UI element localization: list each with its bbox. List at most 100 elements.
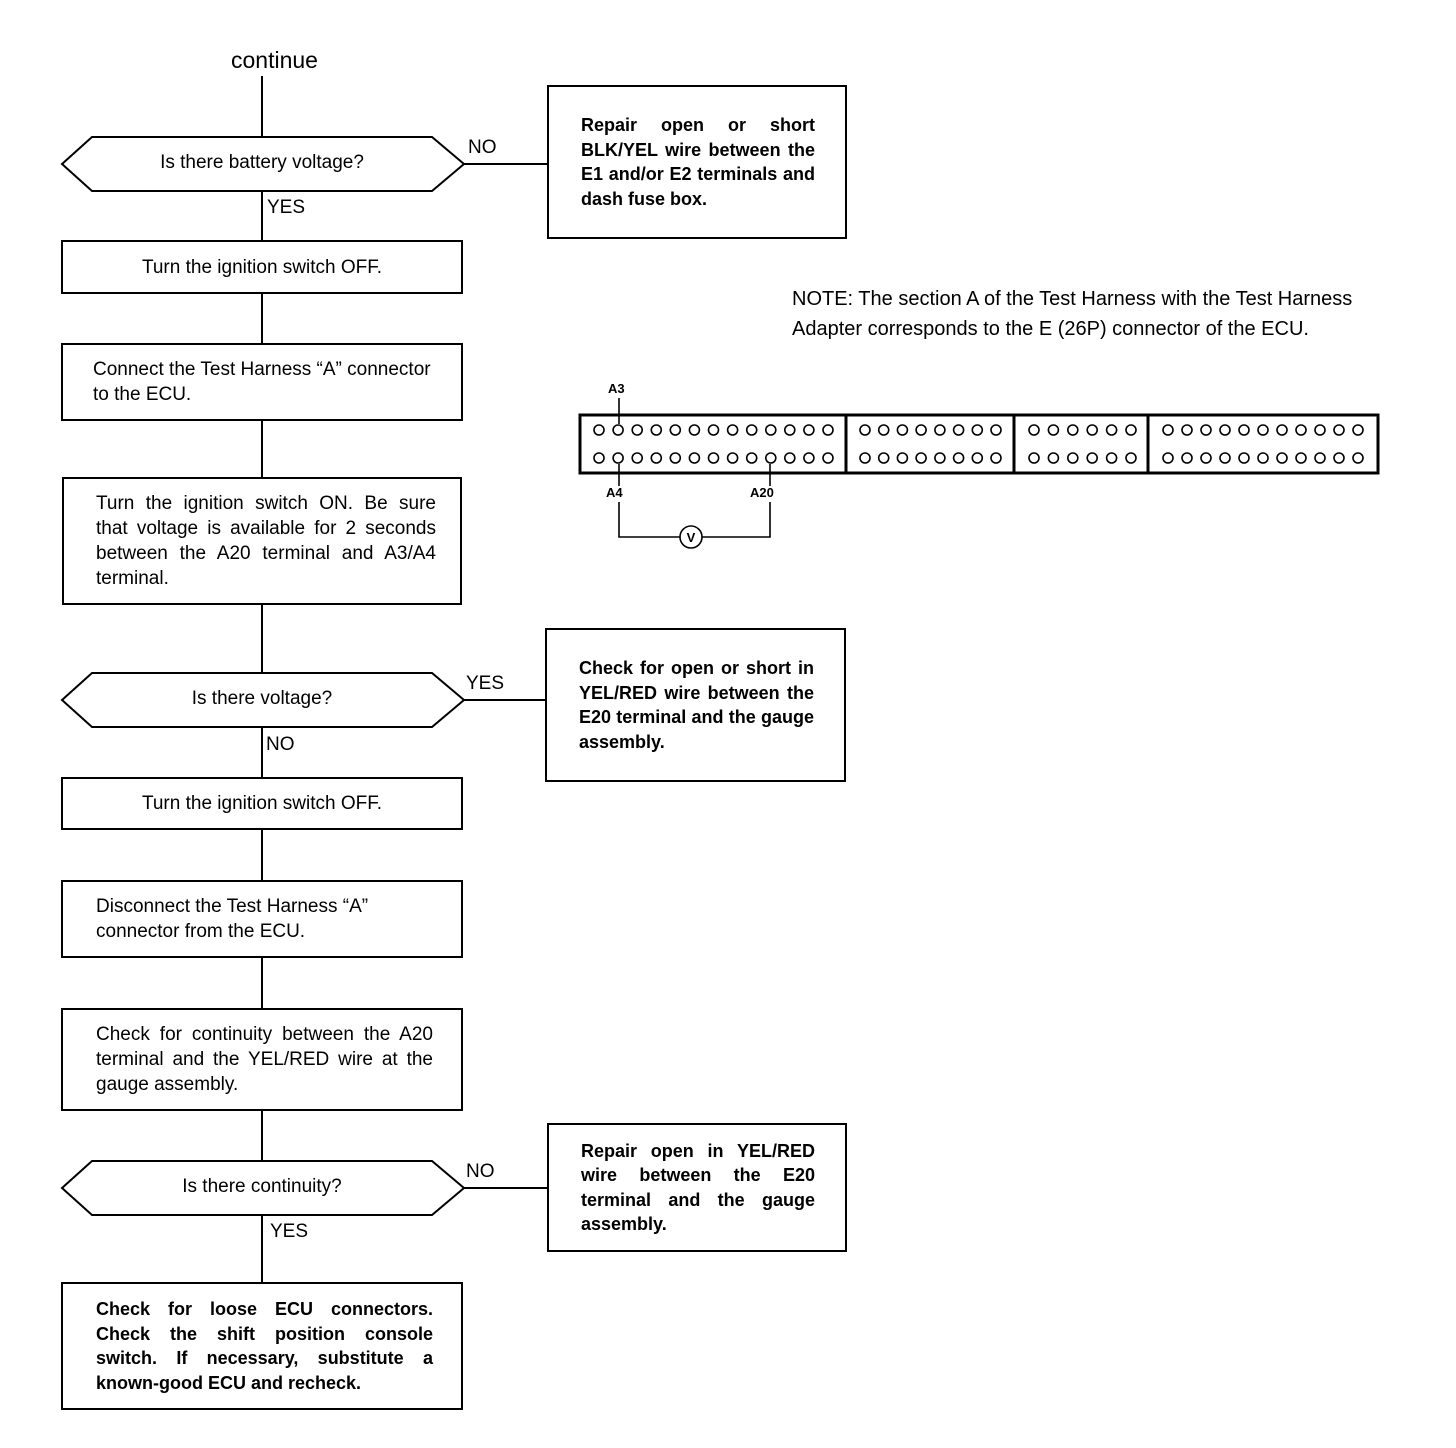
connector-pin (1276, 452, 1288, 464)
connector-pin (971, 424, 984, 436)
decision-3-no-label: NO (466, 1161, 495, 1182)
connector-pin (1238, 424, 1250, 436)
connector-pin (896, 452, 909, 464)
connector-pin (593, 424, 605, 436)
connector-pin (822, 452, 834, 464)
connector-pin (803, 452, 815, 464)
decision-3-yes-label: YES (270, 1221, 309, 1242)
connector-pin (1295, 452, 1307, 464)
decision-1-yes-label: YES (267, 197, 306, 218)
connector-pin (1352, 452, 1364, 464)
connector-pin (1086, 424, 1098, 436)
connector-pin (971, 452, 984, 464)
connector-pin (1257, 452, 1269, 464)
check-box-2: Check for open or short in YEL/RED wire … (545, 628, 846, 782)
connector-pin (859, 452, 871, 464)
connector-pin (990, 424, 1002, 436)
connector-pin (1200, 452, 1212, 464)
connector-pin (1028, 424, 1040, 436)
connector-pin (1276, 424, 1288, 436)
connector-pin (1162, 424, 1174, 436)
decision-1-no-label: NO (468, 137, 497, 158)
connector-pin (915, 424, 927, 436)
connector-pin (1333, 424, 1345, 436)
connector-pin (726, 424, 739, 436)
connector-pin (1314, 452, 1326, 464)
connector-pin (745, 452, 758, 464)
connector-pin (650, 452, 663, 464)
connector-pin (631, 424, 644, 436)
note-text: NOTE: The section A of the Test Harness … (792, 288, 1353, 340)
connector-pin (1333, 452, 1345, 464)
connector-pin (1086, 452, 1098, 464)
connector-pin (650, 424, 663, 436)
connector-pin (822, 424, 834, 436)
connector-pin (688, 424, 701, 436)
connector-pin (1352, 424, 1364, 436)
step-2-box: Connect the Test Harness “A” connector t… (61, 343, 463, 421)
connector-pin (952, 424, 965, 436)
decision-1-shape (60, 136, 466, 192)
connector-pin (707, 424, 720, 436)
start-label: continue (231, 47, 318, 73)
voltmeter-label: V (687, 530, 696, 545)
connector-pin (707, 452, 720, 464)
connector-pin (934, 424, 946, 436)
connector-pin (1125, 424, 1137, 436)
connector-pin (593, 452, 605, 464)
connector-pin (896, 424, 909, 436)
step-1-box: Turn the ignition switch OFF. (61, 240, 463, 294)
connector-pin (952, 452, 965, 464)
pin-label-a20: A20 (750, 485, 774, 500)
decision-3-shape (60, 1160, 466, 1216)
decision-2-no-label: NO (266, 734, 295, 755)
step-5-box: Disconnect the Test Harness “A” connecto… (61, 880, 463, 958)
connector-pin (612, 424, 624, 436)
connector-pin (631, 452, 644, 464)
connector-pin (726, 452, 739, 464)
connector-pin (1125, 452, 1137, 464)
connector-pin (934, 452, 946, 464)
connector-pin (1067, 452, 1079, 464)
connector-pin (764, 452, 777, 464)
decision-1-text: Is there battery voltage? (160, 152, 364, 173)
ecu-connector-diagram: V (578, 398, 1380, 549)
connector-pin (1219, 452, 1231, 464)
connector-pin (783, 452, 796, 464)
connector-pin (764, 424, 777, 436)
connector-pin (1200, 424, 1212, 436)
connector-pin (877, 424, 890, 436)
connector-pin (745, 424, 758, 436)
decision-2-text: Is there voltage? (191, 688, 333, 709)
connector-pin (1105, 424, 1118, 436)
connector-pin (1047, 452, 1060, 464)
connector-pin (1314, 424, 1326, 436)
connector-pin (669, 452, 682, 464)
connector-pin (612, 452, 624, 464)
connector-pin (669, 424, 682, 436)
connector-pin (803, 424, 815, 436)
step-3-box: Turn the ignition switch ON. Be sure tha… (62, 477, 462, 605)
step-6-box: Check for continuity between the A20 ter… (61, 1008, 463, 1111)
connector-pin (783, 424, 796, 436)
connector-pin (1181, 424, 1193, 436)
connector-pin (1028, 452, 1040, 464)
connector-pin (1067, 424, 1079, 436)
connector-pin (1238, 452, 1250, 464)
voltmeter-symbol (679, 525, 703, 549)
step-4-box: Turn the ignition switch OFF. (61, 777, 463, 830)
connector-pin (1219, 424, 1231, 436)
connector-pin (859, 424, 871, 436)
pin-label-a4: A4 (606, 485, 623, 500)
connector-pin (1047, 424, 1060, 436)
decision-2-shape (60, 672, 466, 728)
connector-pin (688, 452, 701, 464)
connector-pin (877, 452, 890, 464)
connector-pin (915, 452, 927, 464)
connector-pin (1181, 452, 1193, 464)
connector-pin (1257, 424, 1269, 436)
repair-box-3: Repair open in YEL/RED wire between the … (547, 1123, 847, 1252)
step-7-box: Check for loose ECU connectors. Check th… (61, 1282, 463, 1410)
connector-pin (990, 452, 1002, 464)
connector-pin (1105, 452, 1118, 464)
